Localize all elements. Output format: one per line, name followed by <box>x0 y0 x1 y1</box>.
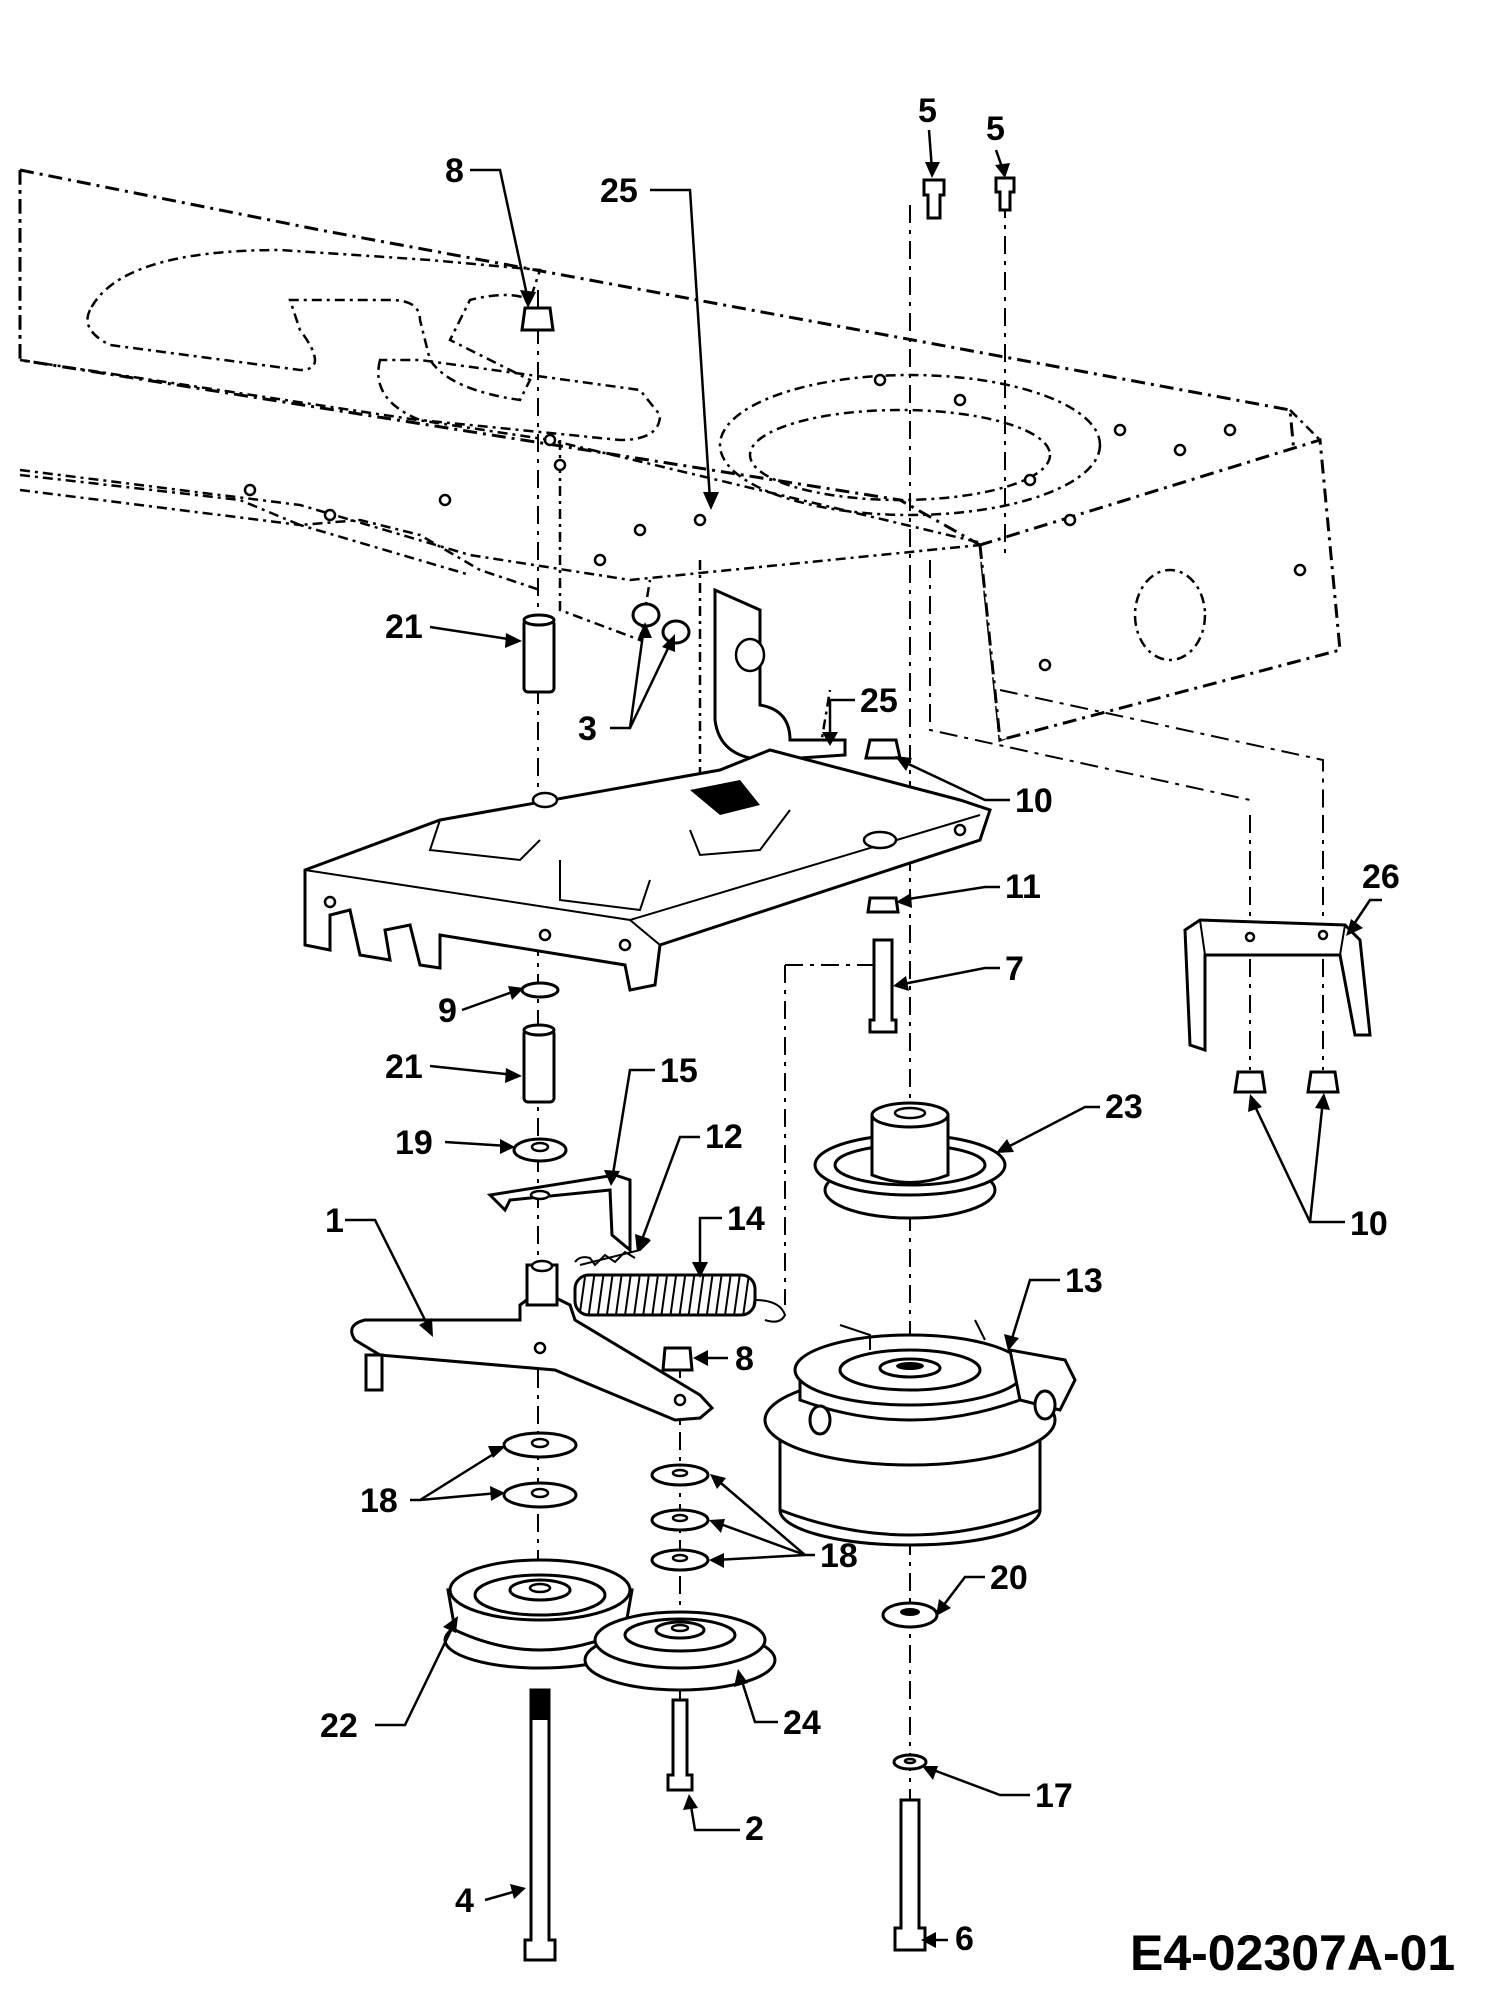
idler-arm <box>350 1259 715 1422</box>
callout-6: 6 <box>955 1920 974 1958</box>
lower-hardware <box>881 1601 939 1952</box>
bolt-2 <box>666 1698 694 1792</box>
callout-12: 12 <box>705 1118 743 1156</box>
callout-22: 22 <box>320 1707 358 1745</box>
callout-9: 9 <box>438 992 457 1030</box>
washers <box>502 1431 710 1572</box>
callout-19: 19 <box>395 1124 433 1162</box>
bolt-head-3a <box>631 602 691 645</box>
callout-8b: 8 <box>735 1340 754 1378</box>
document-code: E4-02307A-01 <box>1130 1925 1455 1981</box>
frame-holes <box>243 373 1307 672</box>
callout-7: 7 <box>1005 950 1024 988</box>
callout-5a: 5 <box>918 92 937 130</box>
callout-18a: 18 <box>360 1482 398 1520</box>
callout-25b: 25 <box>860 682 898 720</box>
callout-10a: 10 <box>1015 782 1053 820</box>
clutch <box>763 1319 1077 1547</box>
callout-21b: 21 <box>385 1048 423 1086</box>
callout-labels: 1 2 3 4 5 5 6 7 8 8 9 10 10 11 12 13 14 … <box>320 92 1400 1958</box>
callout-13: 13 <box>1065 1262 1103 1300</box>
pulley-23 <box>813 1101 1007 1220</box>
leader-lines <box>345 129 1382 1948</box>
callout-3: 3 <box>578 710 597 748</box>
mower-frame <box>18 168 1342 802</box>
callout-4: 4 <box>455 1882 474 1920</box>
u-bracket <box>1183 918 1372 1053</box>
pulley-24 <box>583 1610 777 1692</box>
callout-5b: 5 <box>986 110 1005 148</box>
callout-26: 26 <box>1362 858 1400 896</box>
callout-11: 11 <box>1005 868 1041 906</box>
callout-20: 20 <box>990 1559 1028 1597</box>
callout-1: 1 <box>325 1202 344 1240</box>
callout-15: 15 <box>660 1052 698 1090</box>
callout-8a: 8 <box>445 152 464 190</box>
callout-23: 23 <box>1105 1088 1143 1126</box>
callout-24: 24 <box>783 1704 821 1742</box>
callout-25a: 25 <box>600 172 638 210</box>
callout-18b: 18 <box>820 1537 858 1575</box>
bolt-4 <box>523 1688 557 1962</box>
callout-17: 17 <box>1035 1777 1073 1815</box>
callout-10b: 10 <box>1350 1205 1388 1243</box>
support-plate <box>303 748 992 992</box>
callout-21a: 21 <box>385 608 423 646</box>
hardware <box>486 176 1340 1254</box>
callout-2: 2 <box>745 1810 764 1848</box>
callout-14: 14 <box>727 1200 765 1238</box>
spring <box>573 1273 787 1323</box>
